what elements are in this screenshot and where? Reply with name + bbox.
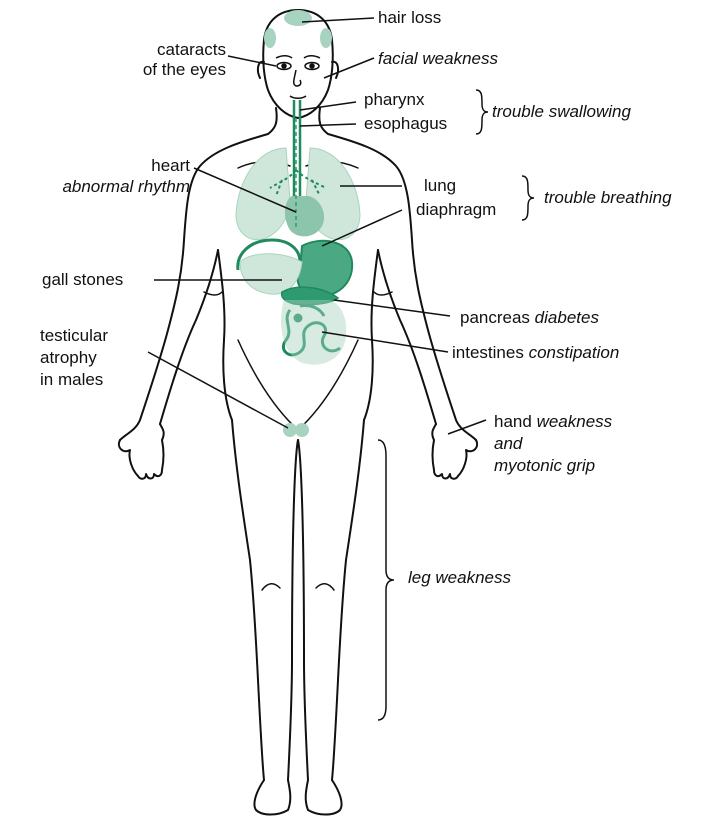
brace-swallowing bbox=[476, 90, 488, 134]
leader-cataracts bbox=[228, 56, 276, 66]
label-facial-weakness: facial weakness bbox=[378, 49, 498, 69]
label-myotonic-grip: myotonic grip bbox=[494, 456, 595, 476]
label-hand-and: and bbox=[494, 434, 522, 454]
organs bbox=[236, 100, 360, 437]
label-pharynx: pharynx bbox=[364, 90, 424, 110]
label-diaphragm: diaphragm bbox=[416, 200, 496, 220]
label-cataracts-line1: cataracts bbox=[100, 40, 226, 60]
hair-loss-patches bbox=[264, 10, 332, 48]
label-trouble-swallowing: trouble swallowing bbox=[492, 102, 631, 122]
leader-pharynx bbox=[300, 102, 356, 110]
label-trouble-breathing: trouble breathing bbox=[544, 188, 672, 208]
heart-organ bbox=[285, 196, 324, 236]
leader-testicular bbox=[148, 352, 288, 428]
label-hand-name: hand bbox=[494, 412, 532, 431]
label-pancreas-name: pancreas bbox=[460, 308, 530, 327]
label-leg-weakness: leg weakness bbox=[408, 568, 511, 588]
label-pancreas: pancreas diabetes bbox=[460, 308, 599, 328]
label-abnormal-rhythm: abnormal rhythm bbox=[10, 177, 190, 197]
left-lung bbox=[236, 148, 290, 240]
label-gall-stones: gall stones bbox=[42, 270, 123, 290]
label-hand: hand weakness bbox=[494, 412, 612, 432]
esophagus-organ bbox=[294, 100, 300, 196]
label-diabetes: diabetes bbox=[535, 308, 599, 327]
label-constipation: constipation bbox=[529, 343, 620, 362]
label-esophagus: esophagus bbox=[364, 114, 447, 134]
brace-breathing bbox=[522, 176, 534, 220]
label-hair-loss: hair loss bbox=[378, 8, 441, 28]
testes bbox=[283, 423, 309, 437]
label-cataracts-line2: of the eyes bbox=[100, 60, 226, 80]
label-heart: heart bbox=[40, 156, 190, 176]
label-testicular-line3: in males bbox=[40, 370, 103, 390]
leader-pancreas bbox=[334, 300, 450, 316]
leader-esophagus bbox=[300, 124, 356, 126]
brace-leg bbox=[378, 440, 394, 720]
label-intestines-name: intestines bbox=[452, 343, 524, 362]
label-lung: lung bbox=[424, 176, 456, 196]
label-intestines: intestines constipation bbox=[452, 343, 619, 363]
label-testicular-line1: testicular bbox=[40, 326, 108, 346]
label-testicular-line2: atrophy bbox=[40, 348, 97, 368]
face bbox=[276, 56, 320, 99]
leader-hair-loss bbox=[302, 18, 374, 22]
label-hand-weakness: weakness bbox=[537, 412, 613, 431]
